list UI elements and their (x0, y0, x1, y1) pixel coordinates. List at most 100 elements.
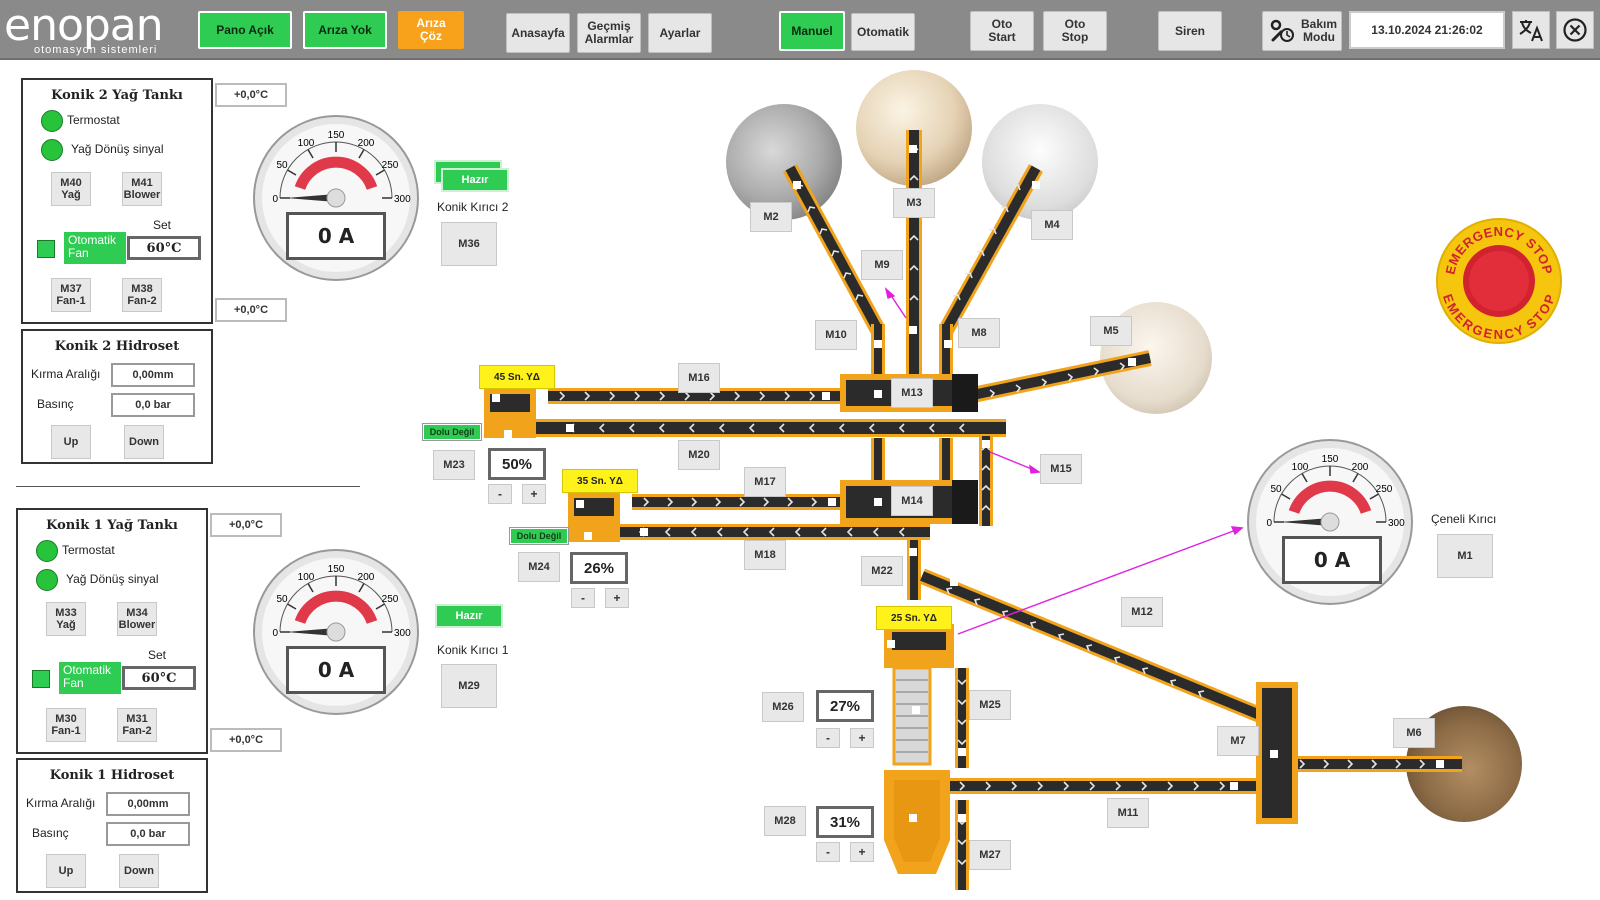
konik1-status-badge: Hazır (435, 604, 503, 628)
m24-increase-button[interactable]: + (605, 588, 629, 608)
konik2-status-badge: Hazır (441, 168, 509, 192)
m26-increase-button[interactable]: + (850, 728, 874, 748)
m28-button[interactable]: M28 (764, 806, 806, 836)
m17-button[interactable]: M17 (744, 467, 786, 497)
m22-button[interactable]: M22 (861, 556, 903, 586)
m24-button[interactable]: M24 (518, 552, 560, 582)
otomatik-fan-checkbox[interactable] (37, 240, 55, 258)
m23-decrease-button[interactable]: - (488, 484, 512, 504)
close-button[interactable] (1556, 11, 1594, 49)
m6-button[interactable]: M6 (1393, 718, 1435, 748)
ariza-yok-button[interactable]: Arıza Yok (303, 11, 387, 49)
m26-button[interactable]: M26 (762, 692, 804, 722)
up-button[interactable]: Up (51, 425, 91, 459)
down-button[interactable]: Down (119, 854, 159, 888)
m8-button[interactable]: M8 (958, 318, 1000, 348)
m1-button[interactable]: M1 (1437, 534, 1493, 578)
pano-acik-button[interactable]: Pano Açık (198, 11, 292, 49)
bakim-modu-button[interactable]: Bakım Modu (1262, 11, 1342, 51)
down-button[interactable]: Down (124, 425, 164, 459)
m27-button[interactable]: M27 (969, 840, 1011, 870)
m23-increase-button[interactable]: + (522, 484, 546, 504)
m3-button[interactable]: M3 (893, 188, 935, 218)
m12-button[interactable]: M12 (1121, 597, 1163, 627)
section-divider (16, 486, 360, 487)
m4-button[interactable]: M4 (1031, 210, 1073, 240)
m11-button[interactable]: M11 (1107, 798, 1149, 828)
tick-100: 100 (298, 138, 315, 149)
oto-start-label-1: Oto (991, 17, 1013, 31)
konik1-yag-tanki-panel: Konik 1 Yağ Tankı Termostat Yağ Dönüş si… (16, 508, 208, 754)
tick-150: 150 (328, 130, 345, 141)
gecmis-alarmlar-button[interactable]: Geçmiş Alarmlar (577, 13, 641, 53)
otomatik-fan-checkbox[interactable] (32, 670, 50, 688)
m16-button[interactable]: M16 (678, 363, 720, 393)
oto-stop-label-1: Oto (1064, 17, 1086, 31)
ariza-coz-button[interactable]: Arıza Çöz (398, 11, 464, 49)
siren-button[interactable]: Siren (1158, 11, 1222, 51)
m7-button[interactable]: M7 (1217, 726, 1259, 756)
konik1-hidroset-panel: Konik 1 Hidroset Kırma Aralığı 0,00mm Ba… (16, 758, 208, 893)
m18-button[interactable]: M18 (744, 540, 786, 570)
wrench-clock-icon (1270, 19, 1294, 42)
oto-stop-label-2: Stop (1061, 30, 1089, 44)
m26-decrease-button[interactable]: - (816, 728, 840, 748)
yag-donus-label: Yağ Dönüş sinyal (66, 572, 159, 586)
m29-button[interactable]: M29 (441, 664, 497, 708)
top-bar: enopan otomasyon sistemleri Pano Açık Ar… (0, 0, 1600, 60)
m28-increase-button[interactable]: + (850, 842, 874, 862)
m28-decrease-button[interactable]: - (816, 842, 840, 862)
m20-button[interactable]: M20 (678, 440, 720, 470)
emergency-stop-button[interactable]: EMERGENCY STOP EMERGENCY STOP (1434, 216, 1564, 346)
m23-button[interactable]: M23 (433, 450, 475, 480)
oto-start-button[interactable]: Oto Start (970, 11, 1034, 51)
ceneli-current-readout: 0 A (1282, 536, 1382, 584)
close-icon (1563, 18, 1587, 42)
otomatik-fan-text-1: Otomatik (63, 663, 112, 677)
stockpile-m2 (726, 104, 842, 220)
termostat-label: Termostat (62, 543, 115, 557)
set-temperature-input[interactable]: 60°C (127, 236, 201, 260)
m5-button[interactable]: M5 (1090, 316, 1132, 346)
manuel-button[interactable]: Manuel (779, 11, 845, 51)
m2-button[interactable]: M2 (750, 202, 792, 232)
m36-button[interactable]: M36 (441, 222, 497, 266)
anasayfa-button[interactable]: Anasayfa (506, 13, 570, 53)
bakim-label-2: Modu (1303, 30, 1336, 44)
basinc-value: 0,0 bar (106, 822, 190, 846)
translate-button[interactable] (1512, 11, 1550, 49)
m14-button[interactable]: M14 (891, 486, 933, 516)
otomatik-button[interactable]: Otomatik (851, 13, 915, 51)
ayarlar-button[interactable]: Ayarlar (648, 13, 712, 53)
m37-desc: Fan-1 (56, 295, 86, 307)
m9-button[interactable]: M9 (861, 250, 903, 280)
oto-stop-button[interactable]: Oto Stop (1043, 11, 1107, 51)
tick-50: 50 (1270, 484, 1282, 495)
m24-decrease-button[interactable]: - (571, 588, 595, 608)
set-label: Set (153, 218, 172, 232)
m38-desc: Fan-2 (127, 295, 157, 307)
gauge-needle (1280, 518, 1330, 526)
basinc-label: Basınç (37, 397, 74, 411)
m25-button[interactable]: M25 (969, 690, 1011, 720)
tick-250: 250 (382, 594, 399, 605)
up-button[interactable]: Up (46, 854, 86, 888)
m15-button[interactable]: M15 (1040, 454, 1082, 484)
tick-300: 300 (394, 194, 411, 205)
m10-button[interactable]: M10 (815, 320, 857, 350)
k1-temp-top: +0,0°C (210, 513, 282, 537)
m13-button[interactable]: M13 (891, 378, 933, 408)
termostat-lamp (41, 110, 63, 132)
set-temperature-input[interactable]: 60°C (122, 666, 196, 690)
m23-speed-percent: 50% (488, 448, 546, 480)
